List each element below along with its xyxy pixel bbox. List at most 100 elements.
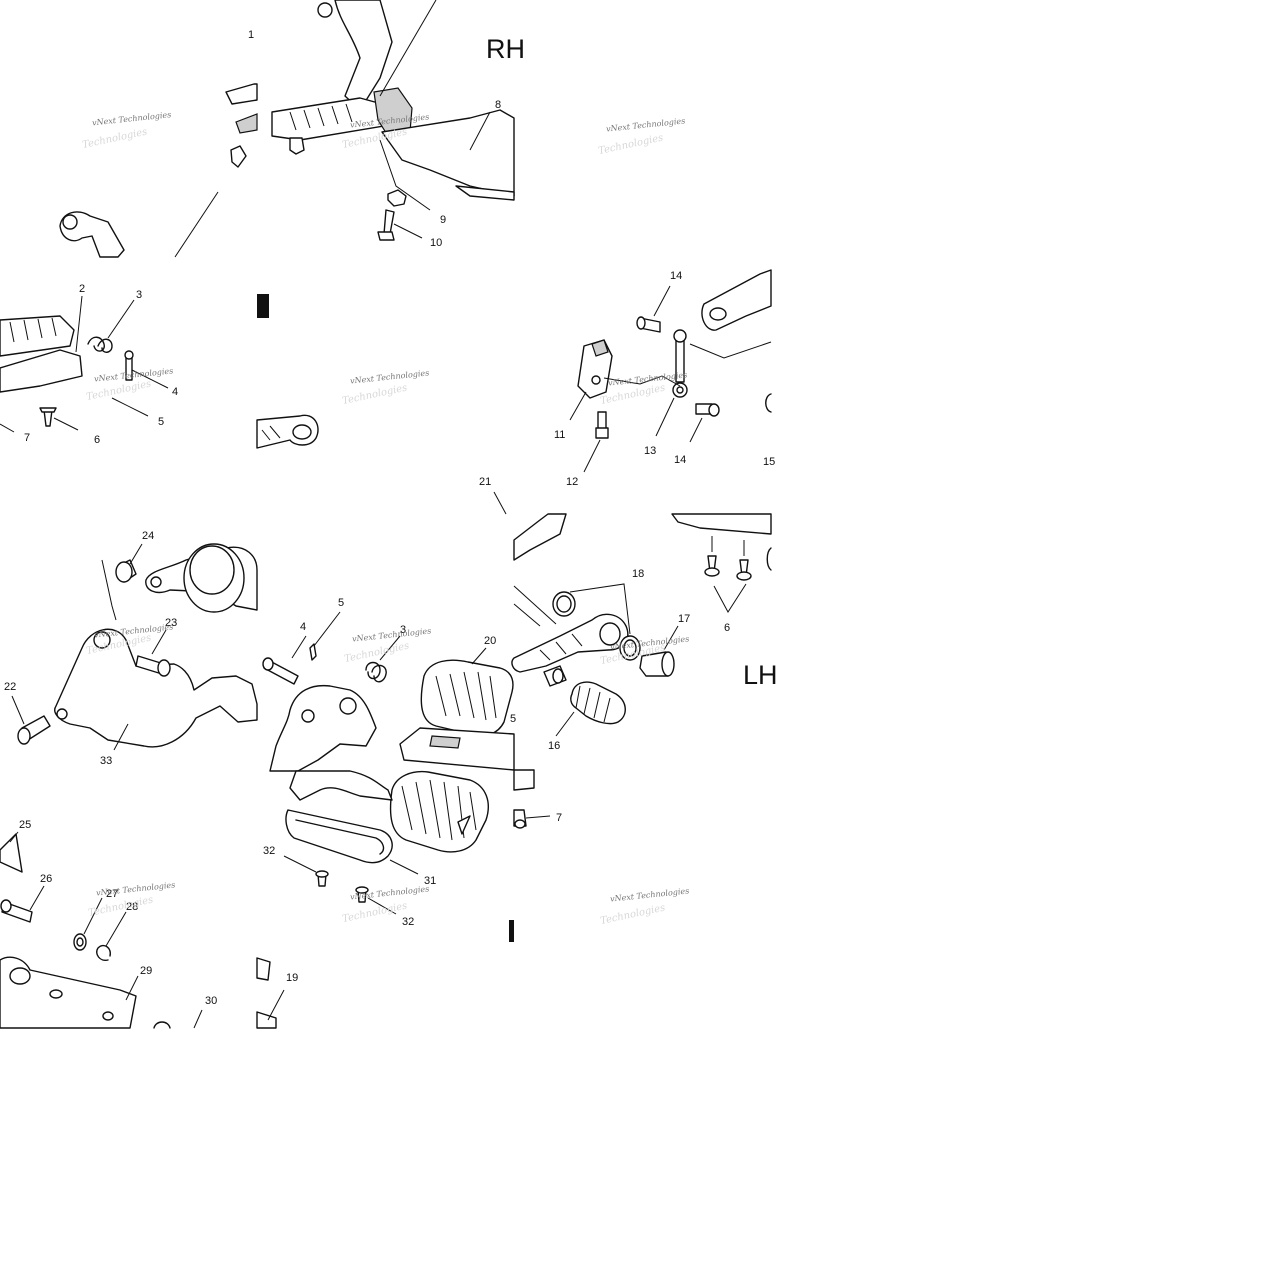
leader-26 [29,885,45,911]
leader-29 [125,975,139,1001]
leader-7b [525,815,551,819]
heel-shield-31-inner [295,819,385,855]
bracket-pivot-hole-b [339,697,357,715]
shift-lever-end [701,269,772,331]
leader-32a [283,855,317,873]
leader-1 [174,191,219,258]
callout-7b: 7 [556,812,562,824]
bolt-14b-head [708,403,720,417]
rear-peg-bracket-top [225,83,258,105]
callout-13: 13 [644,445,656,457]
watermark-ghost: Technologies [87,895,154,920]
leader-5 [111,397,149,417]
callout-17: 17 [678,613,690,625]
rubber-20-grip [435,671,497,721]
lh-label: LH [743,660,778,690]
shift-peg-16 [570,681,626,725]
leader-31 [389,859,419,875]
watermark-ghost: Technologies [81,127,148,152]
leader-4 [131,369,169,389]
lower-rubber-grip [401,779,477,841]
callout-3b: 3 [400,624,406,636]
guard-hatching [261,425,281,441]
lh-rear-hanger-edge [0,833,23,873]
peg-pin-face [552,668,564,684]
leader-hanger [379,0,437,97]
callout-4: 4 [172,386,178,398]
callout-30: 30 [205,995,217,1007]
peg-grip-lines [289,103,353,131]
o-ring-18b-inner [623,639,637,657]
callout-16: 16 [548,740,560,752]
tile-r1c1: Technologies vNext Technologies [256,294,430,449]
leader-6 [53,417,79,431]
arm-29-hole-c [102,1011,114,1021]
watermark: vNext Technologies [92,110,172,127]
tile-r1c0: 2 3 4 5 6 7 Technologies vNext Technolog… [0,283,178,446]
watermark: vNext Technologies [610,886,690,903]
callout-9: 9 [440,214,446,226]
bolt-22-head [17,727,31,745]
callout-15: 15 [763,456,775,468]
link-rod-end-top [673,329,687,343]
tile-r0c0: 1 Technologies vNext Technologies [59,29,258,258]
rh-label: RH [486,34,525,64]
watermark: vNext Technologies [606,116,686,133]
watermark-ghost: Technologies [341,901,408,926]
guard-tail-hole [292,424,312,440]
watermark-ghost: Technologies [341,383,408,408]
peg-frame-slot [429,735,461,749]
lh-heel-guard-tail [256,414,319,449]
screw-6c-partial [766,547,772,571]
leader-3b [379,635,401,661]
watermark: vNext Technologies [96,880,176,897]
watermark: vNext Technologies [350,368,430,385]
lh-rear-peg [0,315,75,357]
bolt-10-head [377,231,395,241]
pin-26-head [0,899,12,913]
leader-8 [469,111,491,151]
leader-30 [193,1009,203,1029]
bolt-head-small [230,145,247,168]
leader-18 [569,583,631,635]
callout-4b: 4 [300,621,306,633]
lever-end-hole [709,307,727,321]
callout-5b: 5 [338,597,344,609]
tile-r3c0: 25 26 27 28 29 30 Technologies vNext Tec… [0,819,217,1029]
screw-32b-head [355,886,369,894]
screw-7-head [514,819,526,829]
o-ring-18a-inner [556,595,572,613]
callout-26: 26 [40,873,52,885]
nut-9 [387,189,407,207]
tile-r2c2: 18 17 16 6 LH Technologies vNext Technol… [511,513,778,791]
callout-11: 11 [554,429,565,441]
pin-4b-head [262,657,274,671]
pin-4-head [124,350,134,360]
leader-5b [313,611,341,647]
leader-12 [583,439,601,473]
bracket-11-shadow [591,339,609,357]
leader-19 [267,989,285,1021]
reservoir-cap [189,545,235,595]
watermark-ghost: Technologies [599,903,666,928]
bracket-11-hole [591,375,601,385]
tile-r2c1: 4 5 3 20 5 21 Technologies vNext Technol… [262,476,516,772]
e-clip-28 [96,944,112,962]
peg-frame-upper [399,727,515,771]
guard-tail [455,185,515,201]
lower-bracket-19 [256,957,271,981]
leader-17 [663,625,679,651]
lever-hatching [539,633,583,661]
partial-part-15 [765,393,772,413]
callout-22: 22 [4,681,16,693]
footpeg-rubber-lower [389,770,489,853]
leader-11 [569,391,587,421]
arm-29-hole-a [9,967,31,985]
callout-14b: 14 [674,454,686,466]
callout-10: 10 [430,237,442,249]
spring-3b [365,661,387,683]
washer-27-inner [76,937,84,947]
leader-6-fork [713,583,747,613]
callout-2: 2 [79,283,85,295]
